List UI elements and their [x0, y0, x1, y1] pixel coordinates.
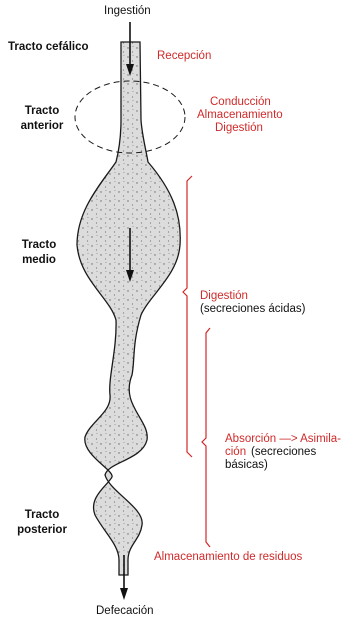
middle-tract-bracket [183, 176, 192, 457]
gut-tube [77, 42, 180, 575]
posterior-tract-label: Tracto posterior [12, 508, 72, 538]
waste-storage-label: Almacenamiento de residuos [154, 550, 302, 565]
anterior-tract-label: Tracto anterior [14, 104, 70, 134]
middle-tract-label: Tracto medio [16, 238, 62, 268]
cephalic-tract-label: Tracto cefálico [8, 40, 89, 55]
reception-label: Recepción [157, 49, 211, 64]
ingestion-label: Ingestión [104, 4, 151, 19]
defecation-label: Defecación [96, 604, 154, 619]
acid-secretions-label: (secreciones ácidas) [200, 302, 305, 317]
digestion-anterior-label: Digestión [215, 121, 263, 136]
posterior-tract-bracket [202, 328, 210, 547]
basic-secretions-label-2: básicas) [225, 458, 268, 473]
